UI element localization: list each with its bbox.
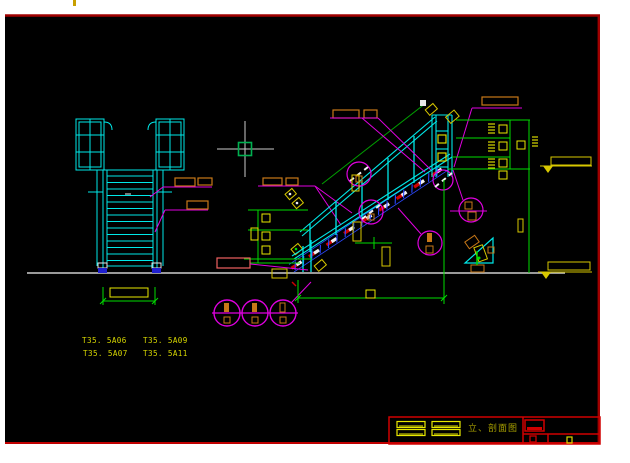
code-label-3: T35. 5A07 — [83, 349, 128, 358]
title-block-cell-mark-red — [529, 435, 537, 443]
callout-bubble — [458, 197, 484, 223]
stair-feet — [97, 262, 162, 273]
callout-bubble — [417, 230, 443, 256]
callout-bubble — [432, 169, 454, 191]
callout-bubbles[interactable] — [346, 161, 487, 256]
front-elevation-dimension[interactable] — [99, 287, 159, 305]
code-label-2: T35. 5A09 — [143, 336, 188, 345]
code-label-1: T35. 5A06 — [82, 336, 127, 345]
dimension-text-box — [365, 289, 376, 299]
hatch-text-marks — [488, 123, 538, 169]
stair-base-plate — [313, 258, 328, 272]
base-red-mark — [291, 281, 297, 287]
title-block-stamp — [524, 419, 545, 432]
drawing-title: 立、剖面图 — [468, 422, 518, 434]
code-label-4: T35. 5A11 — [143, 349, 188, 358]
slope-dimension-line[interactable] — [321, 100, 460, 185]
leader-labels-center[interactable] — [258, 177, 353, 226]
title-block-cell-mark-yellow — [566, 436, 573, 444]
mid-stair-marks — [271, 174, 392, 279]
detail-index-bubbles[interactable] — [212, 281, 312, 327]
top-edge-tick — [73, 0, 76, 6]
top-landing-post[interactable] — [431, 114, 453, 177]
railing-posts — [309, 136, 415, 252]
drawing-frame — [5, 14, 600, 444]
crosshair-cursor — [217, 121, 274, 177]
annotation-cluster-left[interactable] — [244, 209, 312, 264]
stair-treads-front[interactable] — [107, 175, 153, 267]
front-elevation-view[interactable] — [75, 118, 185, 273]
stair-stringers-front[interactable] — [88, 169, 172, 268]
leader-labels-left[interactable] — [149, 177, 213, 233]
callout-bubble — [358, 199, 384, 225]
title-block[interactable]: 立、剖面图 — [388, 416, 601, 445]
slope-dim-node — [420, 100, 426, 106]
section-bottom-dimension[interactable] — [294, 280, 448, 303]
elevation-marker-upper[interactable] — [540, 156, 592, 173]
pink-label-box[interactable] — [216, 257, 309, 271]
elevation-marker-ground[interactable] — [538, 261, 592, 279]
step-fixing-symbols — [284, 187, 305, 256]
pickbox — [237, 141, 253, 157]
company-logo-bars — [396, 420, 461, 437]
part-code-labels: T35. 5A06 T35. 5A09 T35. 5A07 T35. 5A11 — [82, 336, 188, 358]
leader-labels-top[interactable] — [330, 109, 432, 173]
dimension-text-box — [109, 287, 149, 298]
railing-panel-left[interactable] — [75, 118, 113, 171]
railing-panel-right[interactable] — [147, 118, 185, 171]
section-cut-symbol[interactable] — [463, 234, 495, 273]
annotation-cluster-right[interactable] — [443, 119, 538, 304]
